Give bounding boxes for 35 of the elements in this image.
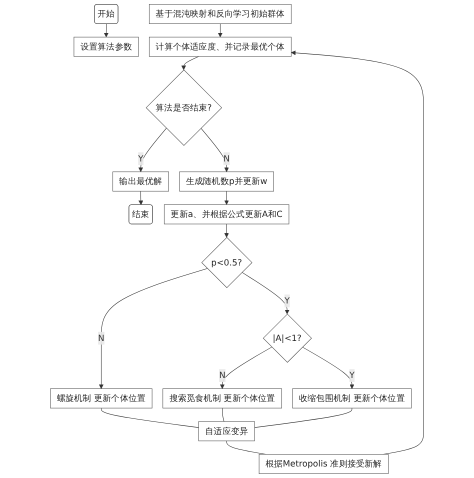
node-diamond: |A|<1? <box>262 314 312 363</box>
node-box: 基于混沌映射和反向学习初始群体 <box>148 4 292 24</box>
node-box: 设置算法参数 <box>74 36 139 57</box>
arrow <box>220 346 272 389</box>
edge-label: N <box>98 332 104 344</box>
node-box: 根据Metropolis 准则接受新解 <box>258 454 389 474</box>
node-box: 螺旋机制 更新个体位置 <box>50 388 152 408</box>
arrow <box>181 56 199 70</box>
node-box: 输出最优解 <box>112 172 169 192</box>
arrow <box>138 128 167 172</box>
node-box: 更新a、并根据公式更新A和C <box>164 204 290 224</box>
arrow <box>138 190 144 206</box>
arrow <box>302 346 354 389</box>
edge-label: N <box>223 153 230 164</box>
arrow <box>224 224 229 238</box>
node-box: 搜索觅食机制 更新个体位置 <box>162 388 282 408</box>
arrow <box>224 190 229 205</box>
node-diamond: 算法是否结束? <box>146 70 222 146</box>
edge-label: N <box>219 370 226 380</box>
connector <box>222 408 224 422</box>
node-box: 自适应变异 <box>198 421 255 442</box>
node-diamond: p<0.5? <box>201 237 252 288</box>
edge-label: Y <box>138 153 144 164</box>
connector <box>100 408 199 428</box>
arrow <box>218 23 223 38</box>
node-box: 生成随机数p并更新w <box>179 172 274 192</box>
arrow <box>242 272 290 314</box>
arrow <box>104 24 109 38</box>
node-box: 收缩包围机制 更新个体位置 <box>292 388 412 408</box>
arrow <box>98 268 208 389</box>
arrow <box>200 128 229 172</box>
connector <box>254 408 352 428</box>
edge-label: Y <box>284 296 290 306</box>
edge-label: Y <box>349 370 355 380</box>
node-box: 计算个体适应度、并记录最优个体 <box>148 36 292 57</box>
